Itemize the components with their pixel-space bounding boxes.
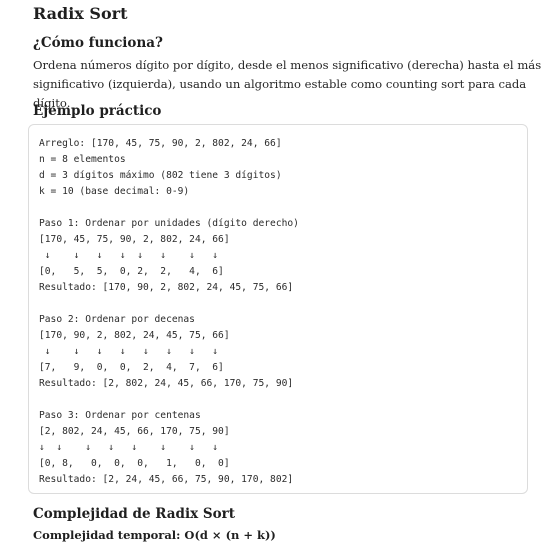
code-line (39, 200, 527, 216)
code-line: [0, 5, 5, 0, 2, 2, 4, 6] (39, 266, 224, 277)
code-line: Resultado: [170, 90, 2, 802, 24, 45, 75,… (39, 282, 294, 293)
code-line: [170, 90, 2, 802, 24, 45, 75, 66] (39, 330, 230, 341)
how-it-works-heading: ¿Cómo funciona? (33, 35, 163, 51)
code-line: ↓ ↓ ↓ ↓ ↓ ↓ ↓ ↓ (39, 442, 219, 453)
code-line: ↓ ↓ ↓ ↓ ↓ ↓ ↓ ↓ (39, 346, 219, 357)
code-line: Paso 3: Ordenar por centenas (39, 410, 201, 421)
code-line: [0, 8, 0, 0, 0, 1, 0, 0] (39, 458, 230, 469)
code-line: n = 8 elementos (39, 154, 126, 165)
code-block: Arreglo: [170, 45, 75, 90, 2, 802, 24, 6… (28, 124, 528, 494)
code-line: d = 3 dígitos máximo (802 tiene 3 dígito… (39, 170, 282, 181)
code-line: k = 10 (base decimal: 0-9) (39, 186, 190, 197)
code-line (39, 296, 527, 312)
complexity-heading: Complejidad de Radix Sort (33, 506, 235, 522)
example-heading: Ejemplo práctico (33, 103, 162, 119)
how-it-works-paragraph: Ordena números dígito por dígito, desde … (33, 58, 542, 110)
code-line: [2, 802, 24, 45, 66, 170, 75, 90] (39, 426, 230, 437)
code-line: Arreglo: [170, 45, 75, 90, 2, 802, 24, 6… (39, 138, 282, 149)
code-line: [170, 45, 75, 90, 2, 802, 24, 66] (39, 234, 230, 245)
code-line: Resultado: [2, 802, 24, 45, 66, 170, 75,… (39, 378, 294, 389)
code-line: Paso 1: Ordenar por unidades (dígito der… (39, 218, 299, 229)
code-line: Resultado: [2, 24, 45, 66, 75, 90, 170, … (39, 474, 294, 485)
code-line: ↓ ↓ ↓ ↓ ↓ ↓ ↓ ↓ (39, 250, 219, 261)
code-line: [7, 9, 0, 0, 2, 4, 7, 6] (39, 362, 224, 373)
page-title: Radix Sort (33, 4, 128, 23)
code-line (39, 392, 527, 408)
code-line: Paso 2: Ordenar por decenas (39, 314, 195, 325)
temporal-complexity: Complejidad temporal: O(d × (n + k)) (33, 528, 276, 542)
